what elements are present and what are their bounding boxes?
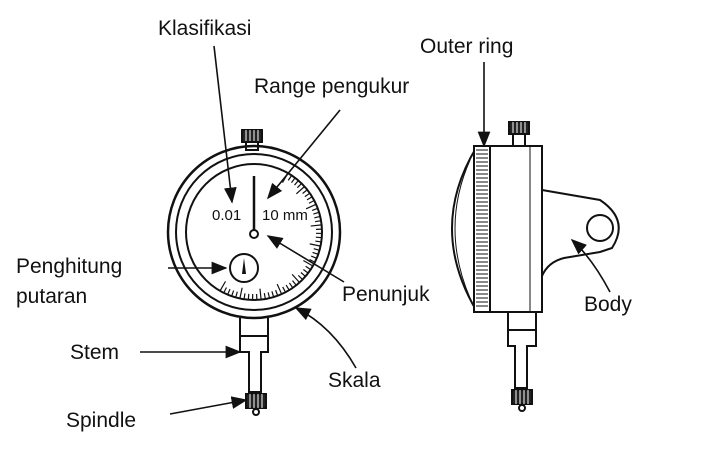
leader-body	[570, 238, 611, 293]
scale-tick	[309, 259, 316, 263]
scale-tick	[302, 189, 308, 194]
label-stem: Stem	[70, 341, 120, 364]
scale-tick	[308, 199, 315, 204]
scale-tick	[292, 280, 297, 286]
scale-tick	[282, 286, 287, 293]
revolution-counter	[229, 253, 259, 283]
scale-tick	[315, 236, 322, 239]
scale-tick	[235, 291, 238, 298]
scale-tick	[304, 192, 311, 198]
front-stem	[239, 318, 269, 393]
scale-tick	[315, 240, 322, 243]
scale-ticks	[219, 172, 322, 300]
scale-tick	[285, 284, 290, 291]
front-dial-face	[185, 163, 323, 301]
side-view	[451, 121, 620, 412]
leader-lines	[140, 45, 611, 415]
scale-tick	[312, 251, 319, 255]
side-outer-ring	[473, 145, 491, 313]
front-spindle-tip	[245, 393, 267, 416]
leader-spindle	[169, 396, 248, 415]
scale-tick	[263, 293, 266, 300]
label-skala: Skala	[328, 369, 381, 392]
scale-tick	[303, 269, 309, 274]
scale-tick	[305, 203, 317, 210]
scale-tick	[314, 215, 321, 219]
scale-tick	[306, 196, 313, 201]
leader-range	[266, 109, 341, 200]
scale-tick	[219, 281, 227, 292]
scale-tick	[275, 289, 279, 296]
label-penghitung-line2: putaran	[16, 285, 88, 308]
scale-tick	[313, 248, 320, 251]
scale-tick	[296, 182, 303, 189]
front-view	[166, 129, 342, 416]
scale-tick	[310, 255, 317, 259]
label-range-pengukur: Range pengukur	[254, 75, 410, 98]
crystal-dome	[451, 147, 477, 311]
pointer-hub	[249, 229, 259, 239]
scale-tick	[300, 272, 306, 277]
scale-tick	[309, 243, 321, 247]
scale-tick	[315, 220, 322, 223]
scale-tick	[276, 283, 283, 295]
scale-tick	[287, 175, 293, 181]
side-cap-knob	[508, 121, 530, 147]
scale-tick	[295, 186, 305, 195]
scale-tick	[288, 282, 294, 289]
scale-tick	[231, 290, 235, 297]
side-spindle-tip	[511, 389, 533, 412]
scale-tick	[294, 180, 299, 186]
scale-tick	[223, 287, 227, 294]
front-bezel	[175, 153, 333, 311]
label-spindle: Spindle	[66, 409, 137, 432]
scale-tick	[227, 288, 231, 295]
scale-tick	[271, 291, 275, 298]
scale-tick	[239, 287, 243, 299]
side-body	[490, 145, 543, 313]
revolution-counter-needle	[242, 258, 246, 274]
front-outer-ring	[166, 144, 342, 320]
leader-penunjuk	[266, 235, 345, 283]
body-lug	[541, 189, 620, 277]
dial-graduation-text: 0.01	[212, 207, 242, 224]
scale-tick	[291, 273, 300, 283]
scale-tick	[247, 293, 250, 300]
scale-tick	[310, 224, 322, 227]
scale-tick	[303, 259, 314, 267]
label-outer-ring: Outer ring	[420, 35, 514, 58]
knurl-lines	[476, 149, 488, 307]
scale-tick	[291, 177, 296, 183]
leader-klasifikasi	[213, 45, 237, 204]
dial-range-text: 10 mm	[262, 207, 308, 224]
scale-tick	[259, 288, 262, 300]
lug-hole	[586, 214, 614, 242]
label-penunjuk: Penunjuk	[342, 283, 430, 306]
scale-tick	[313, 211, 320, 215]
scale-tick	[311, 207, 318, 211]
label-klasifikasi: Klasifikasi	[158, 17, 252, 40]
scale-tick	[305, 265, 311, 271]
label-body: Body	[584, 293, 632, 316]
scale-tick	[243, 293, 246, 300]
side-stem	[507, 312, 537, 389]
label-penghitung-line1: Penghitung	[16, 255, 123, 278]
leader-skala	[294, 307, 357, 369]
scale-tick	[267, 292, 271, 299]
scale-tick	[297, 274, 304, 281]
